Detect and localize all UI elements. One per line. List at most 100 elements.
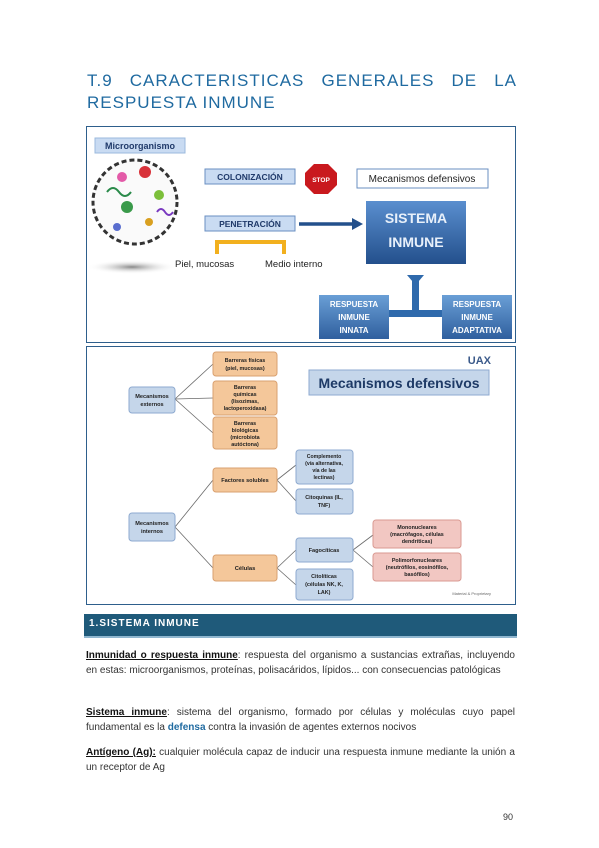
bacteria-icon [145,218,153,226]
page-title: T.9 CARACTERISTICAS GENERALES DE LA RESP… [87,71,517,112]
citoquinas-label-1: Citoquinas (IL, [305,495,343,501]
bracket [215,240,286,254]
barreras-quimicas-label-2: químicas [233,392,256,398]
externos-label-2: externos [140,402,163,408]
penetracion-label: PENETRACIÓN [219,218,281,229]
barreras-fisicas-box [212,351,278,377]
stop-sign-icon [305,164,337,194]
worm-icon [106,187,132,197]
term-inmunidad: Inmunidad o respuesta inmune [86,650,238,661]
worm-icon [156,208,174,216]
page-number: 90 [502,812,513,822]
barreras-quimicas-label-3: (lisozimas, [231,399,259,405]
citoquinas-box [295,488,354,515]
sistema-label: SISTEMA [385,210,447,226]
highlight-defensa: defensa [167,722,206,733]
tree-connectors [174,363,374,586]
paragraph-inmunidad: Inmunidad o respuesta inmune: respuesta … [86,648,515,678]
barreras-biologicas-label-3: (microbiota [230,435,260,441]
paragraph-sistema-inmune: Sistema inmune: sistema del organismo, f… [86,705,515,735]
polimorfonucleares-box [372,552,462,582]
innata-label-3: INNATA [339,326,368,335]
definition-antigeno: cualquier molécula capaz de inducir una … [86,747,515,773]
microbe-dish-icon [91,158,179,246]
polimorfonucleares-label-3: basófilos) [404,572,430,578]
paragraph-antigeno: Antígeno (Ag): cualquier molécula capaz … [86,745,515,775]
mecanismos-defensivos-label: Mecanismos defensivos [369,174,476,185]
mecanismos-externos-box [128,386,176,414]
mecanismos-header: Mecanismos defensivos [318,375,479,391]
citoquinas-label-2: TNF) [318,503,330,509]
mononucleares-box [372,519,462,549]
microorganismo-label-box [94,137,186,154]
section-header: 1.SISTEMA INMUNE [84,614,517,636]
bacteria-icon [121,201,133,213]
barreras-biologicas-label-2: biológicas [232,428,259,434]
citoliticas-box [295,568,354,601]
bacteria-icon [154,190,164,200]
barreras-biologicas-box [212,416,278,450]
complemento-label-4: lectinas) [313,475,334,481]
internos-label-2: internos [141,529,163,535]
internos-label-1: Mecanismos [135,521,169,527]
fagociticas-box [295,537,354,563]
connector [389,310,442,317]
penetracion-box [204,215,296,232]
figure1-diagram: Microorganismo COLONIZACIÓN STOP Mecanis… [87,137,512,339]
arrow-right-icon [352,218,363,230]
virus-icon [139,166,151,178]
section-divider [84,636,517,638]
celulas-label: Células [235,566,256,572]
adaptativa-label-1: RESPUESTA [453,300,502,309]
colonizacion-label: COLONIZACIÓN [217,171,283,182]
factores-solubles-box [212,467,278,493]
barreras-quimicas-label-1: Barreras [234,385,256,391]
polimorfonucleares-label-2: (neutrófilos, eosinófilos, [386,565,449,571]
factores-solubles-label: Factores solubles [221,478,269,484]
figure-credit: Material & Proprietary [452,591,491,596]
inmune-label: INMUNE [388,234,443,250]
mononucleares-label-2: (macrófagos, células [390,532,444,538]
barreras-biologicas-label-4: autóctona) [231,442,259,448]
stop-label: STOP [312,177,330,184]
complemento-box [295,449,354,485]
citoliticas-label-1: Citolíticas [311,574,337,580]
connector [412,277,419,315]
complemento-label-1: Complemento [307,454,342,460]
section-title: 1.SISTEMA INMUNE [89,618,200,629]
adaptativa-label-3: ADAPTATIVA [452,326,502,335]
barreras-quimicas-label-4: lactoperoxidasa) [224,406,267,412]
term-antigeno: Antígeno (Ag): [86,747,156,758]
sistema-inmune-box [366,201,466,264]
piel-mucosas-label: Piel, mucosas [175,259,234,270]
celulas-box [212,554,278,582]
polimorfonucleares-label-1: Polimorfonucleares [392,558,442,564]
definition-sistema-part2: contra la invasión de agentes externos n… [205,722,417,733]
complemento-label-3: vía de las [312,468,335,474]
mononucleares-label-3: dendríticas) [402,539,433,545]
mecanismos-header-box [308,369,490,396]
adaptativa-label-2: INMUNE [461,313,493,322]
medio-interno-label: Medio interno [265,259,323,270]
mecanismos-defensivos-figure: UAX Mecanismos defensivos Mecanismos ext… [86,346,516,605]
mecanismos-internos-box [128,512,176,542]
term-sistema-inmune: Sistema inmune [86,707,167,718]
immune-response-figure: Microorganismo COLONIZACIÓN STOP Mecanis… [86,126,516,343]
barreras-fisicas-label-1: Barreras físicas [225,358,265,364]
innata-box [319,295,389,339]
innata-label-1: RESPUESTA [330,300,379,309]
mononucleares-label-1: Mononucleares [397,525,437,531]
colonizacion-box [204,168,296,185]
arrow-down-icon [407,275,424,285]
innata-label-2: INMUNE [338,313,370,322]
citoliticas-label-2: (células NK, K, [305,582,343,588]
fagociticas-label: Fagocíticas [309,548,340,554]
figure2-diagram: UAX Mecanismos defensivos Mecanismos ext… [128,351,492,601]
externos-label-1: Mecanismos [135,394,169,400]
mecanismos-defensivos-box [356,168,489,189]
barreras-fisicas-label-2: (piel, mucosas) [225,366,264,372]
definition-inmunidad: : respuesta del organismo a sustancias e… [86,650,515,676]
barreras-quimicas-box [212,380,278,416]
uax-logo: UAX [468,355,492,367]
citoliticas-label-3: LAK) [318,590,331,596]
